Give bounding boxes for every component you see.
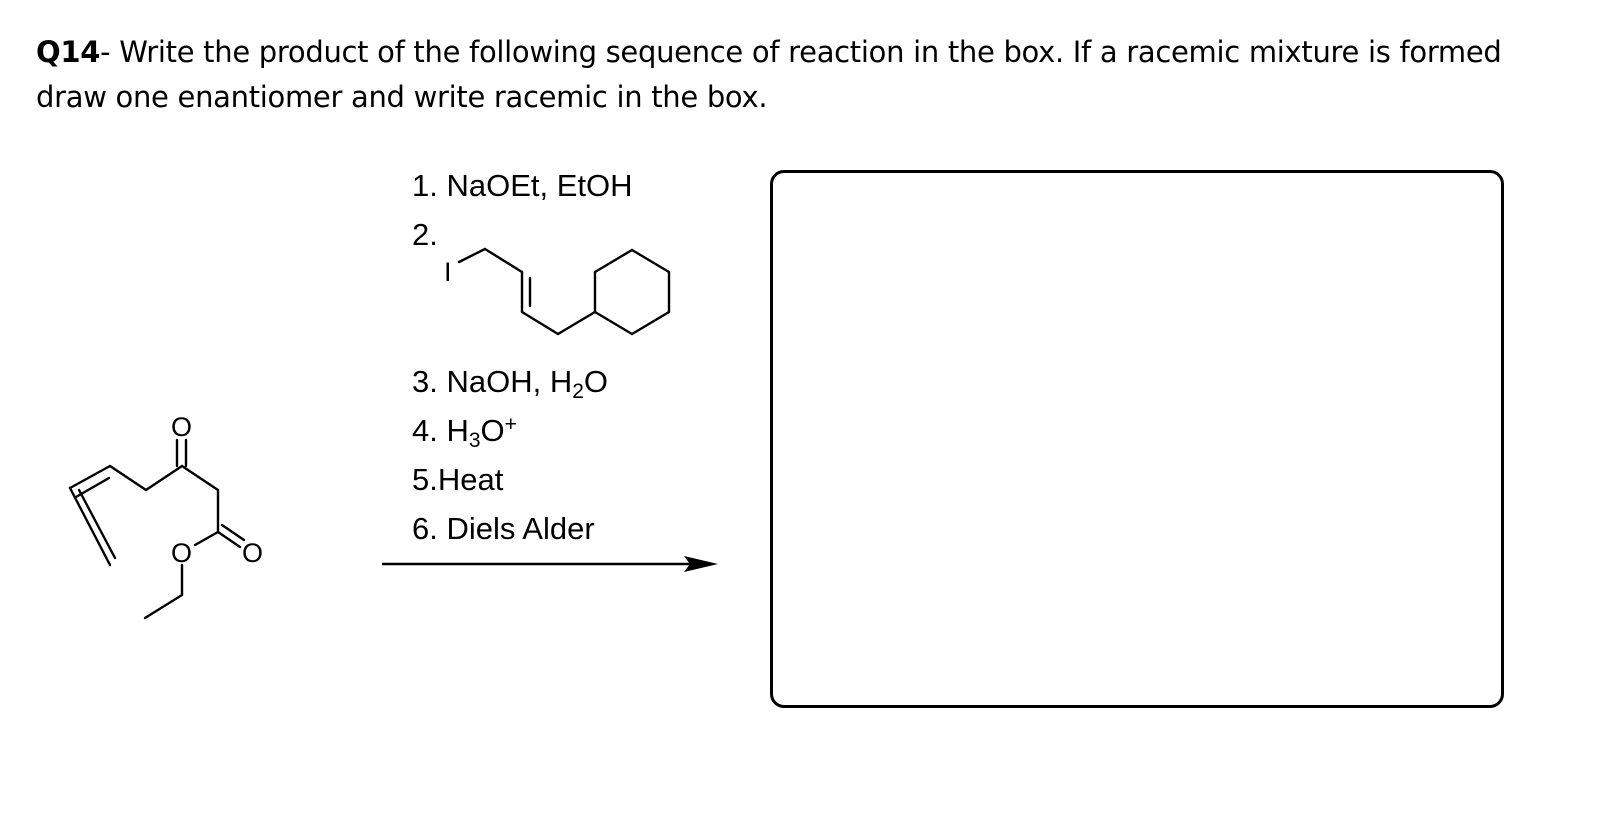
starting-material-structure: O O O xyxy=(68,412,263,620)
ketone-oxygen-label: O xyxy=(171,412,192,442)
question-text: Q14- Write the product of the following … xyxy=(36,30,1576,120)
reagent-step-4-superscript: + xyxy=(504,413,517,436)
reagent-step-3-suffix: O xyxy=(583,364,609,399)
reagent-step-1: 1. NaOEt, EtOH xyxy=(412,168,633,203)
iodide-atom-label: I xyxy=(444,257,452,287)
alkyl-iodide-structure: I xyxy=(444,247,671,336)
question-number: Q14 xyxy=(36,35,101,69)
question-body: Write the product of the following seque… xyxy=(36,35,1502,114)
reagent-step-4-main: O xyxy=(480,413,505,448)
reagent-step-4: 4. H3O+ xyxy=(412,413,517,452)
reagent-step-5: 5.Heat xyxy=(412,462,504,497)
reagent-step-3: 3. NaOH, H2O xyxy=(412,364,609,403)
reagent-step-3-subscript: 2 xyxy=(572,380,584,403)
answer-box[interactable] xyxy=(770,170,1504,708)
question-separator: - xyxy=(100,35,120,69)
reagent-step-3-prefix: 3. NaOH, H xyxy=(412,364,573,399)
ester-oxygen-label: O xyxy=(171,538,192,568)
reagent-step-4-subscript: 3 xyxy=(468,429,481,452)
reagent-step-6: 6. Diels Alder xyxy=(412,511,595,546)
reagent-step-2: 2. xyxy=(412,217,438,252)
reagent-step-4-prefix: 4. H xyxy=(412,413,469,448)
ester-carbonyl-oxygen-label: O xyxy=(242,538,263,568)
reaction-arrow xyxy=(382,556,718,572)
